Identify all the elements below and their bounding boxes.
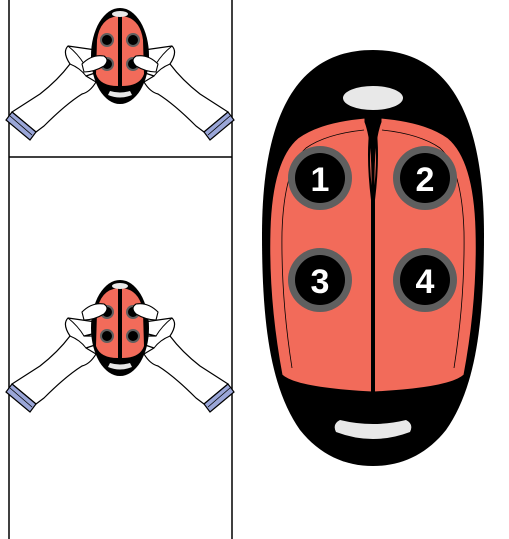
button-4-label: 4 <box>416 263 435 301</box>
remote-button-2[interactable]: 2 <box>393 146 457 210</box>
button-2-label: 2 <box>416 161 435 199</box>
button-1-label: 1 <box>311 161 330 199</box>
small-remote-bottom <box>91 280 149 376</box>
remote-button-4[interactable]: 4 <box>393 248 457 312</box>
right-hand-illustration <box>139 318 234 412</box>
panel-right: 1 2 3 4 <box>262 50 484 466</box>
remote-control-large <box>262 50 484 466</box>
remote-button-1[interactable]: 1 <box>288 146 352 210</box>
led-window <box>343 86 403 110</box>
remote-button-3[interactable]: 3 <box>288 248 352 312</box>
panel-top-left <box>6 8 234 140</box>
left-hand-illustration <box>6 318 101 412</box>
button-3-label: 3 <box>311 263 330 301</box>
panel-bottom-left <box>6 280 234 412</box>
